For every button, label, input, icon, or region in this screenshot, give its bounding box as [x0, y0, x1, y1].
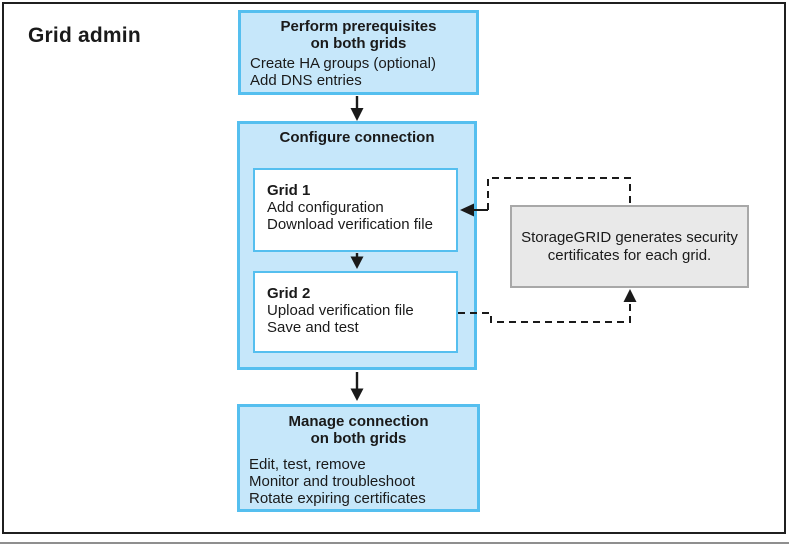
- manage-connection-title: Manage connection on both grids: [240, 413, 477, 447]
- prerequisites-title-line1: Perform prerequisites: [280, 18, 437, 35]
- diagram-frame: [2, 2, 786, 534]
- certificates-note-line2: certificates for each grid.: [547, 246, 712, 264]
- prerequisites-step-box: Perform prerequisites on both grids Crea…: [238, 10, 479, 95]
- prerequisites-title: Perform prerequisites on both grids: [241, 18, 476, 52]
- grid2-box: Grid 2 Upload verification file Save and…: [253, 271, 458, 353]
- manage-connection-title-line2: on both grids: [310, 430, 407, 447]
- configure-connection-title: Configure connection: [279, 129, 435, 146]
- image-bottom-edge: [0, 542, 789, 544]
- prerequisites-tasks: Create HA groups (optional) Add DNS entr…: [241, 55, 476, 89]
- grid2-title: Grid 2: [267, 285, 311, 302]
- certificates-note-box: StorageGRID generates security certifica…: [510, 205, 749, 288]
- grid1-task-1: Add configuration: [267, 199, 384, 216]
- prerequisites-task-2: Add DNS entries: [250, 72, 362, 89]
- manage-connection-step-box: Manage connection on both grids Edit, te…: [237, 404, 480, 512]
- grid-admin-label: Grid admin: [28, 24, 141, 47]
- grid2-task-2: Save and test: [267, 319, 359, 336]
- manage-task-3: Rotate expiring certificates: [249, 490, 426, 507]
- grid1-box: Grid 1 Add configuration Download verifi…: [253, 168, 458, 252]
- prerequisites-task-1: Create HA groups (optional): [250, 55, 436, 72]
- grid1-title: Grid 1: [267, 182, 311, 199]
- prerequisites-title-line2: on both grids: [310, 35, 407, 52]
- manage-task-1: Edit, test, remove: [249, 456, 366, 473]
- grid1-task-2: Download verification file: [267, 216, 433, 233]
- manage-connection-title-line1: Manage connection: [288, 413, 429, 430]
- grid2-task-1: Upload verification file: [267, 302, 414, 319]
- manage-task-2: Monitor and troubleshoot: [249, 473, 415, 490]
- configure-connection-step-box: Configure connection Grid 1 Add configur…: [237, 121, 477, 370]
- certificates-note-line1: StorageGRID generates security: [521, 228, 738, 246]
- manage-connection-tasks: Edit, test, remove Monitor and troublesh…: [240, 456, 477, 507]
